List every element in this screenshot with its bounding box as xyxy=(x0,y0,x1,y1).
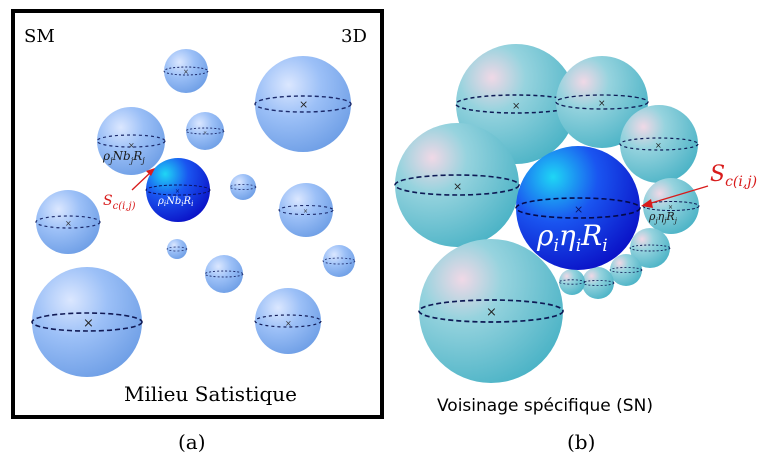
sphere-a-8 xyxy=(166,239,188,259)
panel-a-corner-right: 3D xyxy=(341,26,367,47)
sphere-b-6 xyxy=(629,228,671,268)
panel-b-caption: Voisinage spécifique (SN) xyxy=(437,396,653,416)
svg-text:×: × xyxy=(486,305,497,320)
panel-a-neighbor-label: ρjNbjRj xyxy=(102,149,145,165)
panel-b-contact-arrow xyxy=(647,185,709,205)
panel-a-contact-arrow xyxy=(131,171,152,191)
svg-text:×: × xyxy=(65,219,72,228)
panel-b-contact-arrowhead xyxy=(641,199,653,208)
panel-b-focal-label: ρiηiRi xyxy=(536,219,608,256)
svg-text:×: × xyxy=(512,101,520,112)
sphere-b-8 xyxy=(581,267,615,299)
svg-text:×: × xyxy=(83,316,94,331)
panel-a-contact-label: Sc(i,j) xyxy=(103,193,136,212)
panel-a-sublabel: (a) xyxy=(178,430,206,454)
sphere-b-10: × xyxy=(418,239,564,383)
sphere-a-10 xyxy=(322,245,356,277)
panel-a-contact-arrowhead xyxy=(146,168,155,176)
svg-text:×: × xyxy=(203,130,207,136)
svg-text:×: × xyxy=(299,98,308,111)
panel-b-sublabel: (b) xyxy=(567,430,595,454)
sphere-a-6: × xyxy=(278,183,334,237)
panel-b-contact-label: Sc(i,j) xyxy=(710,162,757,190)
svg-text:×: × xyxy=(574,203,583,216)
svg-text:×: × xyxy=(598,99,606,109)
sphere-a-7: × xyxy=(35,190,101,254)
svg-text:×: × xyxy=(183,68,189,76)
sphere-b-focal: × xyxy=(515,146,641,270)
sphere-b-7 xyxy=(609,254,643,286)
sphere-b-3: × xyxy=(619,105,699,183)
panel-b-neighbor-label: ρjηjRj xyxy=(648,210,678,225)
sphere-a-12: × xyxy=(254,288,322,354)
sphere-b-4: × xyxy=(394,123,520,247)
panel-a-corner-left: SM xyxy=(24,26,55,47)
sphere-a-3: × xyxy=(96,107,166,175)
svg-text:×: × xyxy=(453,180,462,193)
sphere-a-1: × xyxy=(163,49,209,93)
svg-text:×: × xyxy=(128,141,135,150)
panel-a: SM 3D × × × × × xyxy=(11,9,384,419)
svg-text:×: × xyxy=(303,208,308,215)
sphere-a-focal: × xyxy=(145,158,211,222)
sphere-b-9 xyxy=(558,269,586,295)
sphere-a-2: × xyxy=(254,56,352,152)
svg-text:×: × xyxy=(285,319,292,328)
svg-text:×: × xyxy=(655,141,662,150)
sphere-a-11: × xyxy=(31,267,143,377)
panel-a-focal-label: ρiNbiRi xyxy=(157,196,193,208)
svg-text:×: × xyxy=(668,204,673,211)
sphere-a-9 xyxy=(204,255,244,293)
panel-a-caption: Milieu Satistique xyxy=(124,382,297,406)
sphere-a-5 xyxy=(229,174,257,200)
panel-b: × × × × × xyxy=(394,44,757,416)
sphere-a-4: × xyxy=(185,112,225,150)
svg-text:×: × xyxy=(175,188,180,195)
